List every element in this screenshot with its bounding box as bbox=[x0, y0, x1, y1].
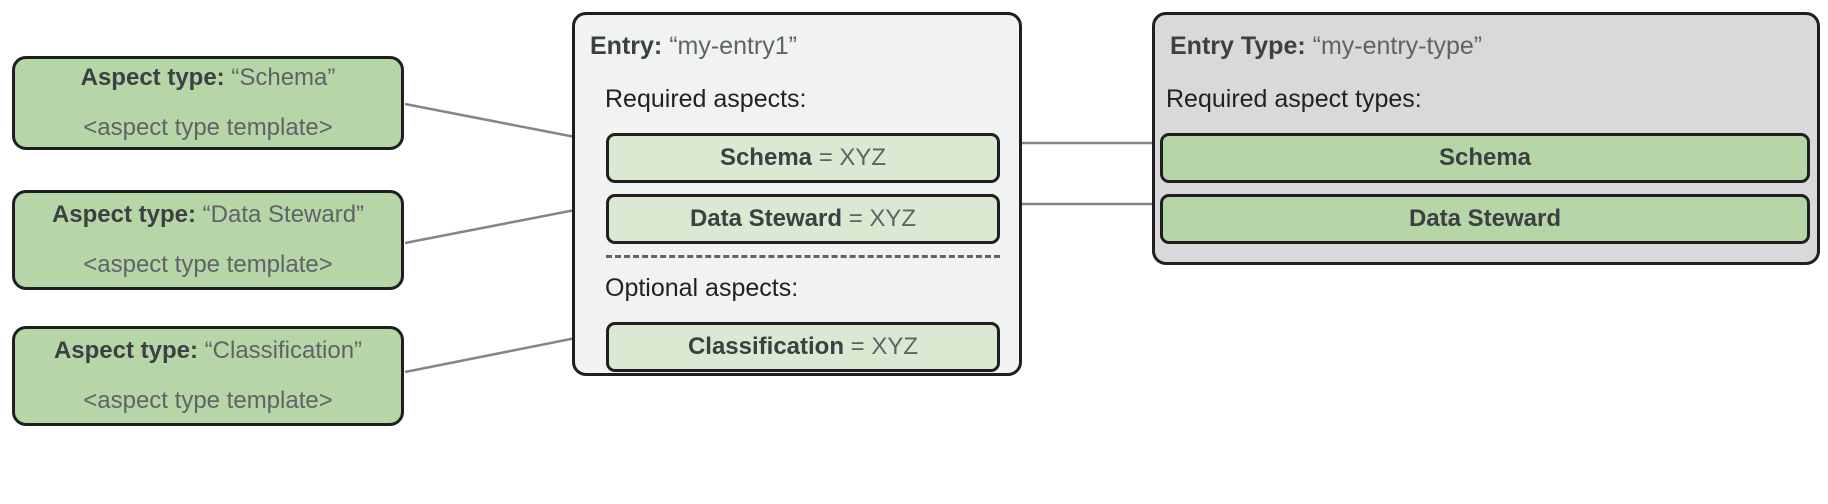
aspect-type-name: “Classification” bbox=[204, 336, 363, 364]
entry-aspect-key: Data Steward bbox=[689, 205, 843, 232]
entry-required-aspects-label: Required aspects: bbox=[605, 85, 807, 113]
entry-heading-name: “my-entry1” bbox=[669, 32, 797, 60]
entry-aspect-key: Schema bbox=[719, 144, 813, 171]
entry-aspect-key: Classification bbox=[687, 333, 844, 360]
entry-aspect-value: = XYZ bbox=[818, 144, 887, 171]
aspect-type-card-data-steward[interactable]: Aspect type: “Data Steward” <aspect type… bbox=[12, 190, 404, 290]
entry-type-heading: Entry Type: “my-entry-type” bbox=[1170, 32, 1482, 61]
aspect-type-title: Aspect type: “Data Steward” bbox=[52, 201, 364, 230]
aspect-type-template: <aspect type template> bbox=[83, 114, 333, 142]
aspect-type-card-schema[interactable]: Aspect type: “Schema” <aspect type templ… bbox=[12, 56, 404, 150]
entry-heading-lead: Entry: bbox=[590, 32, 663, 60]
entry-aspect-text: Classification = XYZ bbox=[688, 333, 918, 361]
entry-optional-aspect-classification[interactable]: Classification = XYZ bbox=[606, 322, 1000, 372]
entry-card[interactable]: Entry: “my-entry1” Required aspects: Sch… bbox=[572, 12, 1022, 376]
entry-required-aspect-data-steward[interactable]: Data Steward = XYZ bbox=[606, 194, 1000, 244]
entry-required-aspect-schema[interactable]: Schema = XYZ bbox=[606, 133, 1000, 183]
aspect-type-lead: Aspect type: bbox=[80, 63, 225, 91]
entry-aspect-text: Data Steward = XYZ bbox=[690, 205, 916, 233]
aspect-type-title: Aspect type: “Schema” bbox=[81, 64, 336, 93]
aspect-type-lead: Aspect type: bbox=[51, 200, 196, 228]
entry-aspect-text: Schema = XYZ bbox=[720, 144, 886, 172]
aspect-type-title: Aspect type: “Classification” bbox=[54, 337, 362, 366]
entry-optional-aspects-label: Optional aspects: bbox=[605, 274, 799, 302]
aspect-type-name: “Data Steward” bbox=[202, 200, 365, 228]
aspect-type-card-classification[interactable]: Aspect type: “Classification” <aspect ty… bbox=[12, 326, 404, 426]
entry-aspect-value: = XYZ bbox=[850, 333, 919, 360]
entry-type-heading-lead: Entry Type: bbox=[1170, 32, 1306, 60]
aspect-type-lead: Aspect type: bbox=[53, 336, 198, 364]
entry-type-required-aspect-data-steward[interactable]: Data Steward bbox=[1160, 194, 1810, 244]
entry-type-required-label: Required aspect types: bbox=[1166, 85, 1422, 113]
entry-heading: Entry: “my-entry1” bbox=[590, 32, 797, 61]
entry-required-optional-divider bbox=[606, 255, 1000, 258]
entry-type-aspect-name: Data Steward bbox=[1408, 205, 1562, 232]
aspect-type-template: <aspect type template> bbox=[83, 387, 333, 415]
aspect-type-template: <aspect type template> bbox=[83, 251, 333, 279]
entry-type-required-aspect-schema[interactable]: Schema bbox=[1160, 133, 1810, 183]
aspect-type-name: “Schema” bbox=[231, 63, 336, 91]
entry-type-heading-name: “my-entry-type” bbox=[1312, 32, 1483, 60]
entry-type-card[interactable]: Entry Type: “my-entry-type” Required asp… bbox=[1152, 12, 1820, 265]
entry-type-aspect-name: Schema bbox=[1438, 144, 1532, 171]
entry-aspect-value: = XYZ bbox=[848, 205, 917, 232]
